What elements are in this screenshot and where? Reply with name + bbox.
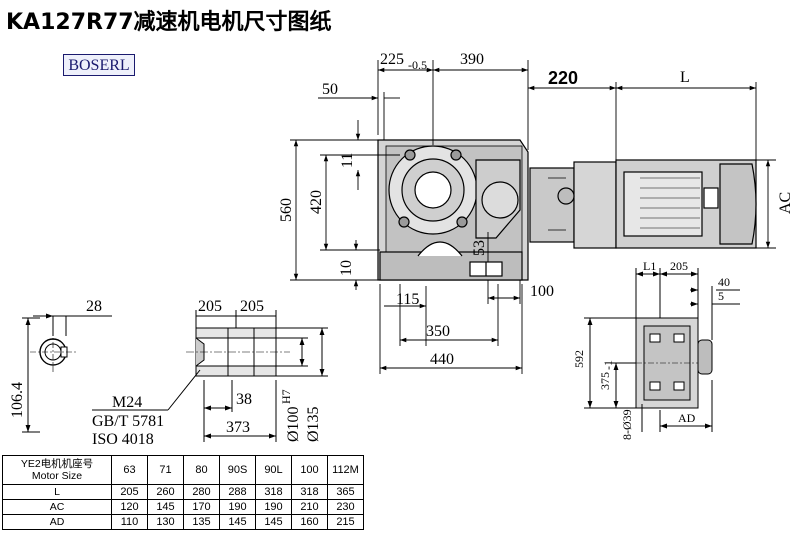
dim-373: 373 xyxy=(226,419,250,436)
dim-440: 440 xyxy=(430,351,454,368)
main-view-labels: 225 -0.5 390 220 L 50 11 560 420 10 53 1… xyxy=(278,51,794,368)
table-cell: 365 xyxy=(327,484,364,500)
table-row-label: AC xyxy=(2,499,112,515)
dim-h7-fit: H7 xyxy=(279,389,293,404)
table-cell: 145 xyxy=(219,514,256,530)
dim-220: 220 xyxy=(548,68,578,88)
table-cell: 260 xyxy=(147,484,184,500)
dim-420: 420 xyxy=(308,190,325,214)
dim-L: L xyxy=(680,69,690,86)
table-cell: 110 xyxy=(111,514,148,530)
dim-dia-100: Ø100 xyxy=(285,406,302,442)
table-cell: 318 xyxy=(255,484,292,500)
dim-100: 100 xyxy=(530,283,554,300)
brand-logo: BOSERL xyxy=(63,54,135,76)
dim-390: 390 xyxy=(460,51,484,68)
table-row: L 205 260 280 288 318 318 365 xyxy=(2,484,364,500)
dim-8-holes-dia-39: 8-Ø39 xyxy=(620,409,634,440)
dim-11: 11 xyxy=(339,153,356,168)
table-header-label: YE2电机机座号 Motor Size xyxy=(2,455,112,485)
dim-205-right: 205 xyxy=(240,298,264,315)
dim-10: 10 xyxy=(338,260,355,276)
table-cell: 145 xyxy=(147,499,184,515)
table-header-cell: 100 xyxy=(291,455,328,485)
dim-115: 115 xyxy=(396,291,419,308)
table-row-label: L xyxy=(2,484,112,500)
dim-205-left: 205 xyxy=(198,298,222,315)
dim-5: 5 xyxy=(718,289,724,303)
side-view xyxy=(584,268,740,432)
table-cell: 145 xyxy=(255,514,292,530)
dim-AD: AD xyxy=(678,411,696,425)
table-cell: 190 xyxy=(219,499,256,515)
table-row-label: AD xyxy=(2,514,112,530)
dim-225-tolerance: -0.5 xyxy=(408,58,427,72)
table-row: AC 120 145 170 190 190 210 230 xyxy=(2,499,364,515)
dim-375-tolerance: -1 xyxy=(601,360,615,370)
motor-size-table: YE2电机机座号 Motor Size 63 71 80 90S 90L 100… xyxy=(2,455,364,530)
dim-106-4: 106.4 xyxy=(9,382,26,418)
dim-205-side: 205 xyxy=(670,259,688,273)
table-cell: 210 xyxy=(291,499,328,515)
table-cell: 288 xyxy=(219,484,256,500)
shaft-end-view xyxy=(22,313,112,433)
dim-L1: L1 xyxy=(643,259,656,273)
dim-560: 560 xyxy=(278,198,295,222)
table-header-cell: 71 xyxy=(147,455,184,485)
table-header-row: YE2电机机座号 Motor Size 63 71 80 90S 90L 100… xyxy=(2,455,364,485)
dim-38: 38 xyxy=(236,391,252,408)
dim-28: 28 xyxy=(86,298,102,315)
table-cell: 190 xyxy=(255,499,292,515)
table-row: AD 110 130 135 145 145 160 215 xyxy=(2,514,364,530)
hollow-shaft-section xyxy=(92,310,328,442)
thread-m24-label: M24 xyxy=(112,394,142,411)
header-label-cn: YE2电机机座号 xyxy=(20,458,94,470)
dim-592: 592 xyxy=(572,350,586,368)
table-header-cell: 80 xyxy=(183,455,220,485)
header-label-en: Motor Size xyxy=(31,470,83,482)
table-cell: 160 xyxy=(291,514,328,530)
dim-53: 53 xyxy=(471,240,488,256)
dim-AC: AC xyxy=(777,192,794,214)
table-header-cell: 63 xyxy=(111,455,148,485)
gearbox-main-view xyxy=(377,139,757,281)
dim-375: 375 xyxy=(598,372,612,390)
table-cell: 135 xyxy=(183,514,220,530)
table-cell: 215 xyxy=(327,514,364,530)
table-cell: 280 xyxy=(183,484,220,500)
dim-50: 50 xyxy=(322,81,338,98)
dim-dia-135: Ø135 xyxy=(305,406,322,442)
table-cell: 130 xyxy=(147,514,184,530)
table-header-cell: 90L xyxy=(255,455,292,485)
table-cell: 120 xyxy=(111,499,148,515)
table-cell: 230 xyxy=(327,499,364,515)
drawing-title: KA127R77减速机电机尺寸图纸 xyxy=(6,10,332,35)
main-view-dimensions xyxy=(290,60,776,374)
table-header-cell: 90S xyxy=(219,455,256,485)
dim-40: 40 xyxy=(718,275,730,289)
table-cell: 318 xyxy=(291,484,328,500)
standard-gbt-label: GB/T 5781 xyxy=(92,413,164,430)
table-cell: 170 xyxy=(183,499,220,515)
standard-iso-label: ISO 4018 xyxy=(92,431,154,448)
table-header-cell: 112M xyxy=(327,455,364,485)
table-cell: 205 xyxy=(111,484,148,500)
dim-350: 350 xyxy=(426,323,450,340)
dim-225: 225 xyxy=(380,51,404,68)
